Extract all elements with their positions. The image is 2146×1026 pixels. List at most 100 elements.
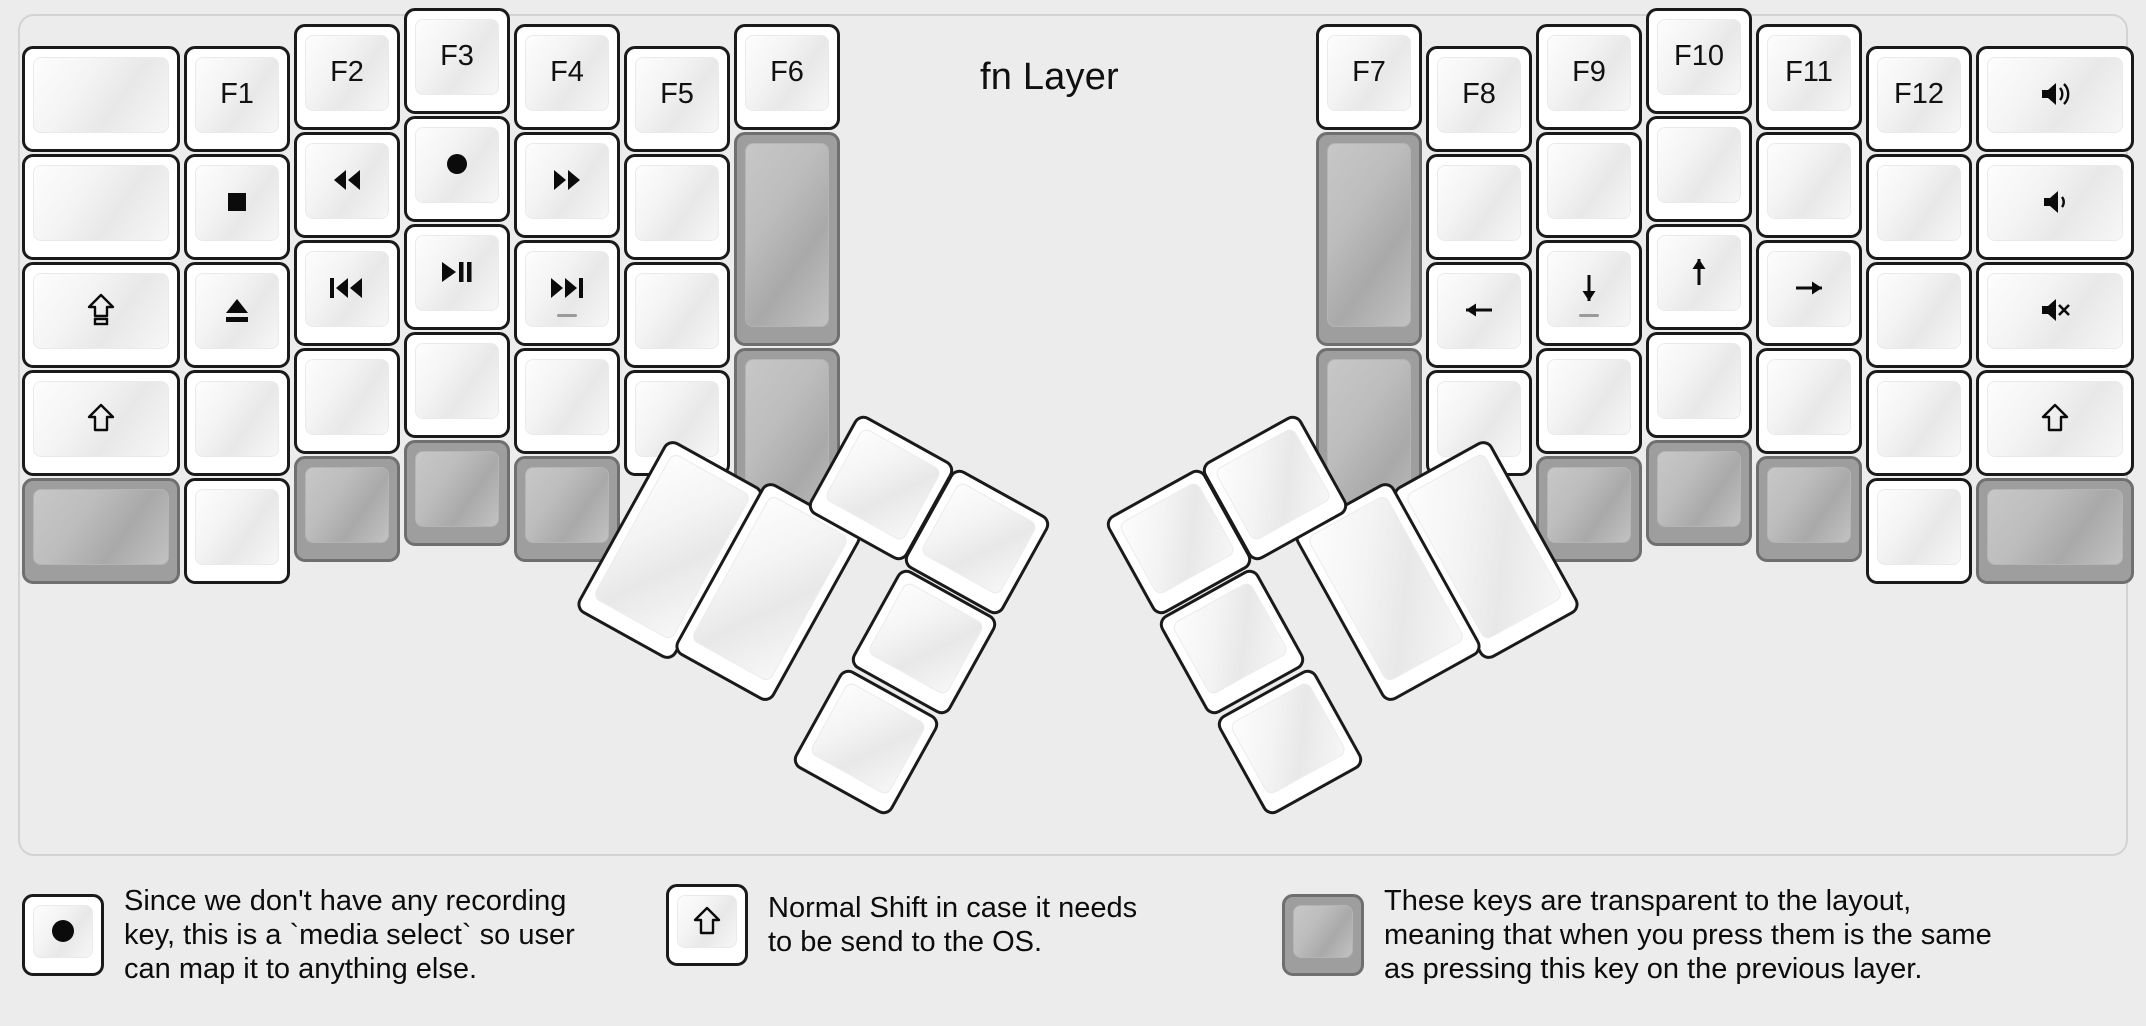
right-col-pinky-key-4[interactable] — [1866, 478, 1972, 584]
key-label: F10 — [1674, 39, 1724, 72]
right-col-ring-key-1[interactable] — [1756, 132, 1862, 238]
left-col-pinky-outer-key-4[interactable] — [22, 478, 180, 584]
left-col-middle-key-1[interactable] — [404, 116, 510, 222]
key-label — [1869, 265, 1969, 365]
left-col-pinky-key-4[interactable] — [184, 478, 290, 584]
right-col-index-key-3[interactable] — [1536, 348, 1642, 454]
keycap-surface — [1293, 905, 1353, 959]
key-label — [627, 265, 727, 365]
right-col-pinky-outer-key-1[interactable] — [1976, 154, 2134, 260]
left-col-middle-key-0[interactable]: F3 — [404, 8, 510, 114]
right-col-middle-key-0[interactable]: F10 — [1646, 8, 1752, 114]
key-label — [1869, 481, 1969, 581]
key-label: F8 — [1462, 77, 1496, 110]
right-col-pinky-key-3[interactable] — [1866, 370, 1972, 476]
key-label — [1759, 351, 1859, 451]
key-label — [737, 135, 837, 343]
right-col-inner-key-0[interactable]: F8 — [1426, 46, 1532, 152]
arrow-left-icon — [1429, 265, 1529, 365]
key-label: F1 — [220, 77, 254, 110]
right-col-middle-key-3[interactable] — [1646, 332, 1752, 438]
volume-down-icon — [1979, 157, 2131, 257]
key-label — [25, 49, 177, 149]
right-col-ring-key-2[interactable] — [1756, 240, 1862, 346]
right-col-ring-key-0[interactable]: F11 — [1756, 24, 1862, 130]
key-label — [1319, 351, 1419, 559]
left-col-index-key-1[interactable] — [514, 132, 620, 238]
left-col-ring-key-3[interactable] — [294, 348, 400, 454]
right-col-pinky-key-0[interactable]: F12 — [1866, 46, 1972, 152]
key-label — [1649, 443, 1749, 543]
left-col-pinky-key-3[interactable] — [184, 370, 290, 476]
next-track-icon — [517, 243, 617, 343]
left-col-pinky-key-0[interactable]: F1 — [184, 46, 290, 152]
right-col-pinky-outer-key-3[interactable] — [1976, 370, 2134, 476]
left-col-index-key-3[interactable] — [514, 348, 620, 454]
left-col-ring-key-0[interactable]: F2 — [294, 24, 400, 130]
right-col-middle-key-4[interactable] — [1646, 440, 1752, 546]
right-col-index-key-0[interactable]: F9 — [1536, 24, 1642, 130]
volume-up-icon — [1979, 49, 2131, 149]
left-col-inner-key-0[interactable]: F5 — [624, 46, 730, 152]
right-col-inner-extra-key-1[interactable] — [1316, 132, 1422, 346]
left-col-inner-key-1[interactable] — [624, 154, 730, 260]
right-col-index-key-1[interactable] — [1536, 132, 1642, 238]
left-col-index-key-4[interactable] — [514, 456, 620, 562]
right-col-index-key-4[interactable] — [1536, 456, 1642, 562]
key-label — [1319, 135, 1419, 343]
key-label — [737, 351, 837, 559]
left-col-pinky-key-1[interactable] — [184, 154, 290, 260]
left-col-inner-extra-key-1[interactable] — [734, 132, 840, 346]
right-col-inner-key-1[interactable] — [1426, 154, 1532, 260]
left-col-index-key-0[interactable]: F4 — [514, 24, 620, 130]
left-col-middle-key-3[interactable] — [404, 332, 510, 438]
key-label: F4 — [550, 55, 584, 88]
right-col-pinky-outer-key-2[interactable] — [1976, 262, 2134, 368]
right-col-middle-key-1[interactable] — [1646, 116, 1752, 222]
left-col-ring-key-2[interactable] — [294, 240, 400, 346]
volume-mute-icon — [1979, 265, 2131, 365]
left-col-inner-key-2[interactable] — [624, 262, 730, 368]
right-col-index-key-2[interactable] — [1536, 240, 1642, 346]
legend-swatch-transparent — [1282, 894, 1364, 977]
left-col-inner-extra-key-2[interactable] — [734, 348, 840, 562]
previous-track-icon — [297, 243, 397, 343]
key-label — [517, 459, 617, 559]
left-col-middle-key-2[interactable] — [404, 224, 510, 330]
right-col-pinky-key-2[interactable] — [1866, 262, 1972, 368]
legend-item-transparent: These keys are transparent to the layout… — [1282, 884, 1992, 987]
left-col-pinky-outer-key-1[interactable] — [22, 154, 180, 260]
right-col-ring-key-3[interactable] — [1756, 348, 1862, 454]
key-label: F7 — [1352, 55, 1386, 88]
right-col-ring-key-4[interactable] — [1756, 456, 1862, 562]
left-col-inner-key-3[interactable] — [624, 370, 730, 476]
right-col-middle-key-2[interactable] — [1646, 224, 1752, 330]
key-label — [187, 373, 287, 473]
play-pause-icon — [407, 227, 507, 327]
key-label: F3 — [440, 39, 474, 72]
right-col-pinky-outer-key-4[interactable] — [1976, 478, 2134, 584]
left-col-pinky-outer-key-3[interactable] — [22, 370, 180, 476]
left-col-pinky-outer-key-2[interactable] — [22, 262, 180, 368]
left-col-pinky-key-2[interactable] — [184, 262, 290, 368]
left-col-inner-extra-key-0[interactable]: F6 — [734, 24, 840, 130]
right-col-inner-key-2[interactable] — [1426, 262, 1532, 368]
eject-icon — [187, 265, 287, 365]
right-col-inner-extra-key-0[interactable]: F7 — [1316, 24, 1422, 130]
key-label — [1869, 373, 1969, 473]
key-label — [1759, 459, 1859, 559]
legend-text-shift: Normal Shift in case it needs to be send… — [768, 891, 1138, 958]
left-col-ring-key-4[interactable] — [294, 456, 400, 562]
key-label — [1429, 157, 1529, 257]
left-col-ring-key-1[interactable] — [294, 132, 400, 238]
key-label — [1649, 335, 1749, 435]
key-label — [297, 351, 397, 451]
left-col-middle-key-4[interactable] — [404, 440, 510, 546]
right-col-pinky-outer-key-0[interactable] — [1976, 46, 2134, 152]
left-col-pinky-outer-key-0[interactable] — [22, 46, 180, 152]
right-col-inner-extra-key-2[interactable] — [1316, 348, 1422, 562]
right-col-pinky-key-1[interactable] — [1866, 154, 1972, 260]
key-label — [407, 335, 507, 435]
left-col-index-key-2[interactable] — [514, 240, 620, 346]
right-col-inner-key-3[interactable] — [1426, 370, 1532, 476]
